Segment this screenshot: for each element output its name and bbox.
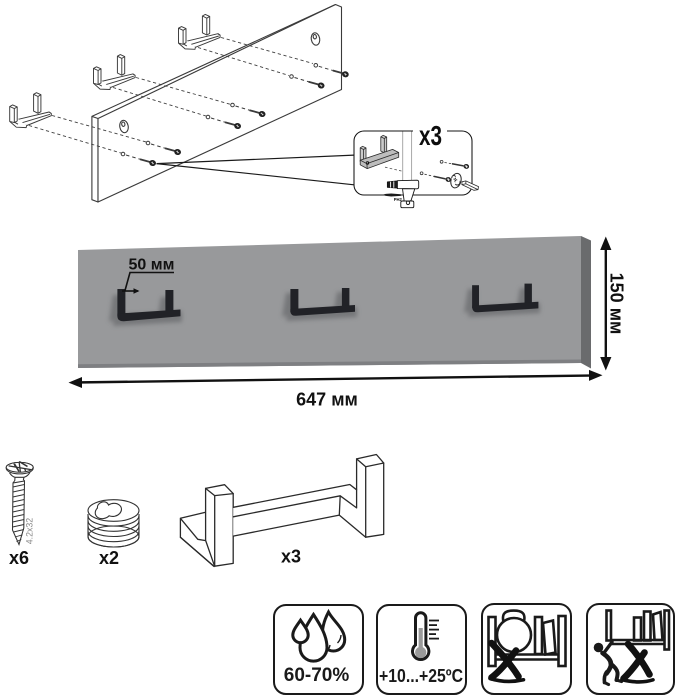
svg-text:x3: x3 xyxy=(419,120,442,151)
svg-text:+10...+25ºC: +10...+25ºC xyxy=(379,665,463,686)
svg-text:60-70%: 60-70% xyxy=(284,665,350,686)
svg-text:x6: x6 xyxy=(9,548,29,568)
svg-text:150 мм: 150 мм xyxy=(607,273,627,335)
svg-text:50 мм: 50 мм xyxy=(129,257,175,274)
svg-text:4.2x32: 4.2x32 xyxy=(25,518,35,545)
svg-text:647 мм: 647 мм xyxy=(296,390,358,410)
svg-text:PH2: PH2 xyxy=(394,197,403,202)
svg-text:x3: x3 xyxy=(281,547,301,567)
svg-text:x2: x2 xyxy=(99,548,119,568)
